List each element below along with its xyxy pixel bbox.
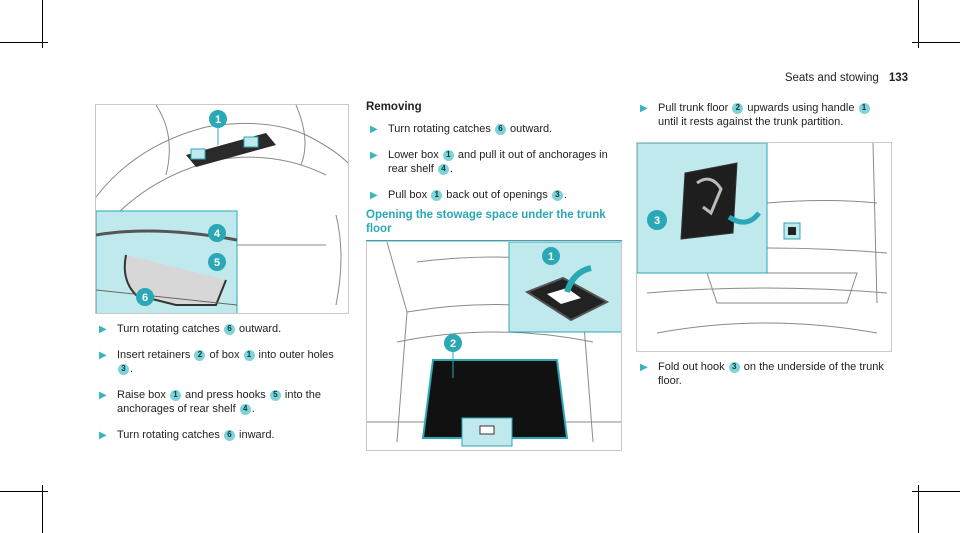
middle-figure: 1 2 — [366, 241, 622, 451]
callout-badge: 1 — [442, 149, 454, 161]
step: ▶ Pull trunk floor 2 upwards using handle… — [636, 101, 892, 129]
step-text: Turn rotating catches — [117, 323, 223, 335]
step-arrow-icon: ▶ — [99, 390, 107, 401]
right-steps-top: ▶ Pull trunk floor 2 upwards using handle… — [636, 101, 892, 141]
step-text: upwards using handle — [744, 102, 858, 114]
step-text: Turn rotating catches — [117, 429, 223, 441]
step: ▶ Turn rotating catches 6 inward. — [95, 428, 349, 442]
step-text: . — [130, 363, 134, 375]
step-text: and press hooks — [181, 389, 269, 401]
callout-badge: 3 — [728, 361, 740, 373]
right-steps-bottom: ▶ Fold out hook 3 on the underside of the… — [636, 360, 892, 400]
crop-mark — [42, 0, 43, 48]
page-number: 133 — [888, 72, 908, 84]
section-heading-line1: Opening the stowage space under the trun… — [366, 209, 606, 221]
step-text: . — [251, 403, 255, 415]
step-arrow-icon: ▶ — [370, 150, 378, 161]
callout-1: 1 — [548, 251, 554, 263]
step-arrow-icon: ▶ — [99, 350, 107, 361]
callout-4: 4 — [214, 228, 221, 240]
removing-steps: ▶ Turn rotating catches 6 outward. ▶ Lower… — [366, 122, 622, 214]
step-arrow-icon: ▶ — [370, 124, 378, 135]
callout-3: 3 — [654, 215, 660, 227]
trunk-floor-illustration: 1 2 — [367, 242, 621, 447]
callout-1: 1 — [215, 114, 221, 126]
crop-mark — [912, 491, 960, 492]
step-text: . — [563, 189, 567, 201]
callout-badge: 6 — [223, 429, 235, 441]
left-figure: 1 4 5 6 — [95, 104, 349, 314]
trunk-box-illustration: 1 4 5 6 — [96, 105, 348, 313]
step: ▶ Pull box 1 back out of openings 3. — [366, 188, 622, 202]
callout-badge: 3 — [118, 363, 129, 375]
crop-mark — [912, 42, 960, 43]
step: ▶ Insert retainers 2 of box 1 into outer … — [95, 348, 349, 376]
step-text: inward. — [235, 429, 275, 441]
hook-illustration: 3 — [637, 143, 888, 334]
callout-2: 2 — [450, 338, 456, 350]
step-text: Raise box — [117, 389, 169, 401]
step: ▶ Lower box 1 and pull it out of anchorag… — [366, 148, 622, 176]
step: ▶ Turn rotating catches 6 outward. — [95, 322, 349, 336]
callout-badge: 1 — [243, 349, 255, 361]
callout-badge: 6 — [223, 323, 235, 335]
step-arrow-icon: ▶ — [370, 190, 378, 201]
step: ▶ Raise box 1 and press hooks 5 into the … — [95, 388, 349, 416]
step-arrow-icon: ▶ — [99, 430, 107, 441]
crop-mark — [0, 491, 48, 492]
callout-badge: 1 — [169, 389, 181, 401]
page-header: Seats and stowing 133 — [785, 72, 908, 84]
step-arrow-icon: ▶ — [99, 324, 107, 335]
crop-mark — [918, 0, 919, 48]
step-text: into the anchorages of rear shelf — [117, 389, 321, 415]
step-text: Fold out hook — [658, 361, 728, 373]
section-title: Seats and stowing — [784, 72, 879, 84]
step-text: outward. — [235, 323, 282, 335]
step-text: Turn rotating catches — [388, 123, 494, 135]
step-arrow-icon: ▶ — [640, 362, 648, 373]
callout-badge: 5 — [269, 389, 281, 401]
right-figure: 3 — [636, 142, 892, 352]
callout-badge: 1 — [431, 189, 443, 201]
step-text: Insert retainers — [117, 349, 194, 361]
step-arrow-icon: ▶ — [640, 103, 648, 114]
step-text: on the underside of the trunk floor. — [658, 361, 884, 387]
removing-heading: Removing — [366, 101, 422, 113]
callout-badge: 4 — [239, 403, 251, 415]
callout-5: 5 — [214, 257, 220, 269]
crop-mark — [918, 485, 919, 533]
step-text: and pull it out of anchorages in rear sh… — [388, 149, 608, 175]
step: ▶ Fold out hook 3 on the underside of the… — [636, 360, 892, 388]
crop-mark — [42, 485, 43, 533]
crop-mark — [0, 42, 48, 43]
callout-badge: 6 — [494, 123, 506, 135]
step-text: Pull box — [388, 189, 431, 201]
left-steps: ▶ Turn rotating catches 6 outward. ▶ Inser… — [95, 322, 349, 454]
step-text: until it rests against the trunk partiti… — [658, 116, 844, 128]
callout-badge: 1 — [858, 102, 870, 114]
step-text: back out of openings — [443, 189, 551, 201]
section-heading: Opening the stowage space under the trun… — [366, 208, 622, 241]
callout-badge: 2 — [732, 102, 744, 114]
callout-badge: 3 — [551, 189, 563, 201]
step: ▶ Turn rotating catches 6 outward. — [366, 122, 622, 136]
section-heading-line2: floor — [366, 223, 392, 235]
callout-6: 6 — [142, 292, 148, 304]
callout-badge: 4 — [437, 163, 449, 175]
step-text: Pull trunk floor — [658, 102, 732, 114]
step-text: into outer holes — [255, 349, 334, 361]
step-text: Lower box — [388, 149, 442, 161]
step-text: . — [449, 163, 453, 175]
callout-badge: 2 — [194, 349, 206, 361]
step-text: outward. — [506, 123, 553, 135]
step-text: of box — [206, 349, 243, 361]
